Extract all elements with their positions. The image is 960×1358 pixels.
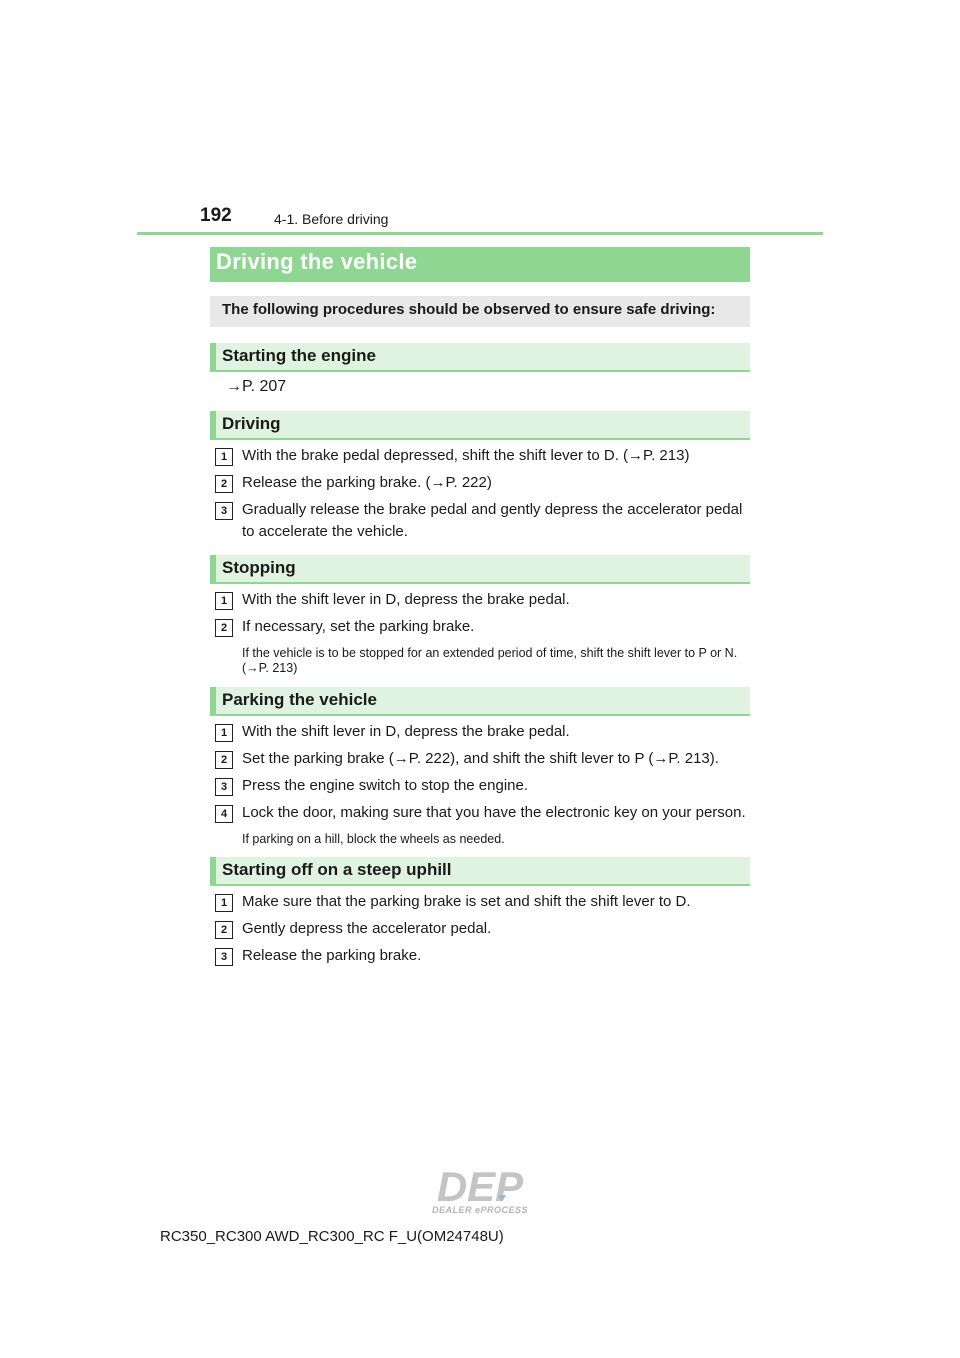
- section-title: Driving the vehicle: [210, 247, 750, 282]
- step-item: 2 Release the parking brake. (→P. 222): [215, 474, 755, 495]
- step-text: Set the parking brake (→P. 222), and shi…: [242, 750, 719, 767]
- step-text: Gradually release the brake pedal and ge…: [242, 501, 743, 518]
- step-number: 2: [215, 751, 233, 769]
- subheading-steep-uphill: Starting off on a steep uphill: [210, 857, 750, 886]
- page-number: 192: [200, 205, 232, 226]
- step-text: With the shift lever in D, depress the b…: [242, 723, 570, 740]
- step-number: 1: [215, 592, 233, 610]
- step-item: 4 Lock the door, making sure that you ha…: [215, 804, 755, 825]
- step-number: 2: [215, 475, 233, 493]
- step-item: 2 If necessary, set the parking brake.: [215, 618, 755, 639]
- intro-box: The following procedures should be obser…: [210, 296, 750, 327]
- step-item: 1 With the shift lever in D, depress the…: [215, 723, 755, 744]
- step-text: Release the parking brake. (→P. 222): [242, 474, 492, 491]
- page-reference: →P. 207: [226, 378, 287, 395]
- step-item: 2 Set the parking brake (→P. 222), and s…: [215, 750, 755, 771]
- subheading-stopping: Stopping: [210, 555, 750, 584]
- step-item: 2 Gently depress the accelerator pedal.: [215, 920, 755, 941]
- logo-subtext: DEALER ePROCESS: [432, 1205, 528, 1215]
- step-number: 3: [215, 502, 233, 520]
- step-text: If necessary, set the parking brake.: [242, 618, 475, 635]
- step-number: 1: [215, 448, 233, 466]
- dealer-eprocess-logo: DEP DEALER ePROCESS: [432, 1165, 528, 1215]
- step-text-continued: to accelerate the vehicle.: [242, 523, 408, 540]
- header-rule: [137, 232, 823, 235]
- step-item: 1 With the shift lever in D, depress the…: [215, 591, 755, 612]
- step-number: 3: [215, 948, 233, 966]
- step-text: Press the engine switch to stop the engi…: [242, 777, 529, 794]
- step-number: 4: [215, 805, 233, 823]
- step-text: With the shift lever in D, depress the b…: [242, 591, 570, 608]
- step-item: 3 Gradually release the brake pedal and …: [215, 501, 755, 522]
- step-text: With the brake pedal depressed, shift th…: [242, 447, 690, 464]
- step-item: 3 Press the engine switch to stop the en…: [215, 777, 755, 798]
- note-text: If the vehicle is to be stopped for an e…: [242, 646, 738, 675]
- step-item: 1 With the brake pedal depressed, shift …: [215, 447, 755, 468]
- step-number: 2: [215, 921, 233, 939]
- note-text: If parking on a hill, block the wheels a…: [242, 832, 505, 846]
- step-item: 3 Release the parking brake.: [215, 947, 755, 968]
- step-text: Lock the door, making sure that you have…: [242, 804, 746, 821]
- subheading-driving: Driving: [210, 411, 750, 440]
- logo-accent-icon: [498, 1195, 506, 1202]
- subheading-parking: Parking the vehicle: [210, 687, 750, 716]
- step-number: 3: [215, 778, 233, 796]
- step-text: Gently depress the accelerator pedal.: [242, 920, 492, 937]
- step-number: 2: [215, 619, 233, 637]
- step-item: 1 Make sure that the parking brake is se…: [215, 893, 755, 914]
- footer-model-code: RC350_RC300 AWD_RC300_RC F_U(OM24748U): [160, 1228, 504, 1245]
- step-number: 1: [215, 894, 233, 912]
- step-number: 1: [215, 724, 233, 742]
- step-text: Make sure that the parking brake is set …: [242, 893, 691, 910]
- logo-text: DEP: [437, 1165, 524, 1210]
- step-text: Release the parking brake.: [242, 947, 422, 964]
- chapter-title: 4-1. Before driving: [274, 211, 389, 227]
- subheading-starting-engine: Starting the engine: [210, 343, 750, 372]
